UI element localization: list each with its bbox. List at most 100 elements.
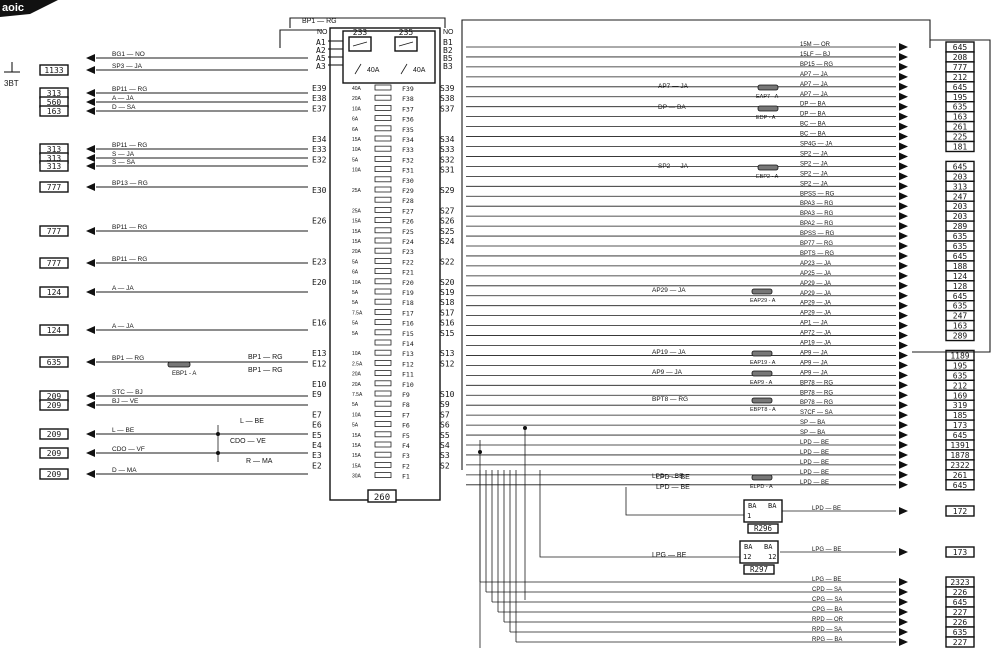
right-wire-label-5: AP7 — JA	[800, 92, 828, 98]
right-wire-label-11: SP2 — JA	[800, 151, 828, 157]
lower-code-5-code: 227	[953, 608, 968, 617]
mid-left-label-1: BP1 — RG	[248, 354, 283, 361]
right-arrow-40	[899, 441, 908, 449]
fuse-F8	[374, 400, 392, 407]
left-arrow-12	[86, 326, 95, 334]
lower-wire-label-6: RPD — OR	[812, 617, 844, 623]
fuse-F2	[374, 461, 392, 468]
right-arrow-43	[899, 470, 908, 479]
fuse-F8-id: F8	[402, 401, 410, 409]
fuse-F29-rating: 25A	[352, 188, 362, 194]
fuse-F23-id: F23	[402, 248, 414, 256]
right-code-29-box	[945, 329, 975, 342]
lower-arrow-8	[899, 638, 908, 646]
right-code-35-code: 169	[953, 391, 968, 400]
right-arrow-32	[899, 361, 908, 370]
left-code-6-code: 313	[47, 154, 62, 163]
fuse-F6-rating: 5A	[352, 423, 359, 429]
fuse-F29	[374, 186, 392, 193]
right-arrow-39	[899, 431, 908, 440]
splice-left: EBP1 - A	[167, 361, 196, 377]
fuse-F13-id: F13	[402, 350, 414, 358]
left-wire-label-5: BP11 — RG	[112, 142, 147, 149]
left-code-8-box	[39, 181, 69, 193]
right-arrow-29	[899, 331, 908, 340]
pin-S5: S5	[440, 431, 450, 440]
bus-lpg	[539, 470, 740, 558]
relay-233-coil	[352, 41, 368, 47]
lower-arrow-6	[899, 618, 908, 626]
left-code-17-box	[39, 447, 69, 459]
right-wire-label-8: BC — BA	[800, 122, 826, 128]
right-arrow-3	[899, 72, 908, 81]
right-wire-label-37: S7CF — SA	[800, 410, 833, 416]
fuse-F15-id: F15	[402, 330, 414, 338]
pin-E38: E38	[312, 94, 327, 103]
relay-R296-color-in: BA	[748, 502, 757, 510]
fuse-F3-id: F3	[402, 452, 410, 460]
left-wire-label-4: D — SA	[112, 104, 136, 111]
left-wire-label-16: L — BE	[112, 427, 135, 434]
fuse-F12-id: F12	[402, 360, 414, 368]
fuse-F23-rating: 20A	[352, 249, 362, 255]
left-arrow-5	[86, 145, 95, 153]
mid-left-label-4: CDO — VE	[230, 438, 266, 445]
right-wire-label-40: LPD — BE	[800, 440, 829, 446]
right-arrow-37	[899, 411, 908, 420]
fuse-F21	[374, 268, 392, 275]
left-code-9-code: 777	[47, 227, 62, 236]
left-wire-label-15: BJ — VE	[112, 398, 139, 405]
splice-6	[751, 397, 773, 404]
fuse-F22	[374, 257, 392, 264]
pin-S7: S7	[440, 410, 450, 419]
right-code-3-code: 212	[953, 73, 968, 82]
fuse-F32-rating: 5A	[352, 157, 359, 163]
fuse-F28	[374, 196, 392, 203]
mid-left-labels: BP1 — RG BP1 — RG L — BE CDO — VE R — MA	[230, 354, 283, 465]
right-wire-label-36: BP78 — RG	[800, 400, 833, 406]
fuse-F26-rating: 15A	[352, 219, 362, 225]
fuse-F9	[374, 390, 392, 397]
splice-7-wire: LPD — BE	[652, 473, 684, 480]
pin-E10: E10	[312, 380, 327, 389]
fuse-F20	[374, 278, 392, 285]
right-wire-label-35: BP78 — RG	[800, 390, 833, 396]
right-wire-label-0: 15M — OR	[800, 42, 831, 48]
pin-S6: S6	[440, 421, 450, 430]
right-code-36-code: 319	[953, 401, 968, 410]
lower-wire-label-3: CPD — SA	[812, 587, 842, 593]
fuse-F36-id: F36	[402, 116, 414, 124]
right-wire-label-3: AP7 — JA	[800, 72, 828, 78]
right-wire-label-27: AP29 — JA	[800, 311, 831, 317]
left-code-11-box	[39, 286, 69, 298]
relay-R297-pin-in: 12	[743, 553, 751, 561]
right-code-43-code: 261	[953, 471, 968, 480]
right-wire-label-29: AP72 — JA	[800, 331, 831, 337]
pin-A3: A3	[316, 62, 326, 71]
right-arrow-8	[899, 122, 908, 131]
splice-2-wire: SP2 — JA	[658, 163, 689, 170]
right-wire-label-38: SP — BA	[800, 420, 825, 426]
fuse-F38-rating: 20A	[352, 96, 362, 102]
right-wire-label-33: AP9 — JA	[800, 370, 828, 376]
right-arrow-26	[899, 301, 908, 310]
splice-7	[751, 474, 773, 481]
left-arrow-10	[86, 259, 95, 267]
right-wire-label-7: DP — BA	[800, 112, 826, 118]
right-arrow-12	[899, 162, 908, 171]
right-code-22-code: 188	[953, 262, 968, 271]
pin-A1: A1	[316, 38, 326, 47]
fuse-F37	[374, 105, 392, 111]
right-wire-label-24: AP29 — JA	[800, 281, 831, 287]
splice-5-label: EAP9 - A	[750, 380, 773, 386]
left-code-15-code: 209	[47, 401, 62, 410]
no-label-right: NO	[443, 29, 454, 36]
splice-3	[751, 288, 773, 295]
pin-E7: E7	[312, 410, 322, 419]
relay-R297-tag	[743, 564, 775, 575]
fuse-F8-rating: 5A	[352, 402, 359, 408]
right-code-37-code: 185	[953, 411, 968, 420]
pin-S37: S37	[440, 104, 455, 113]
pin-E5: E5	[312, 431, 322, 440]
pin-A2: A2	[316, 46, 326, 55]
